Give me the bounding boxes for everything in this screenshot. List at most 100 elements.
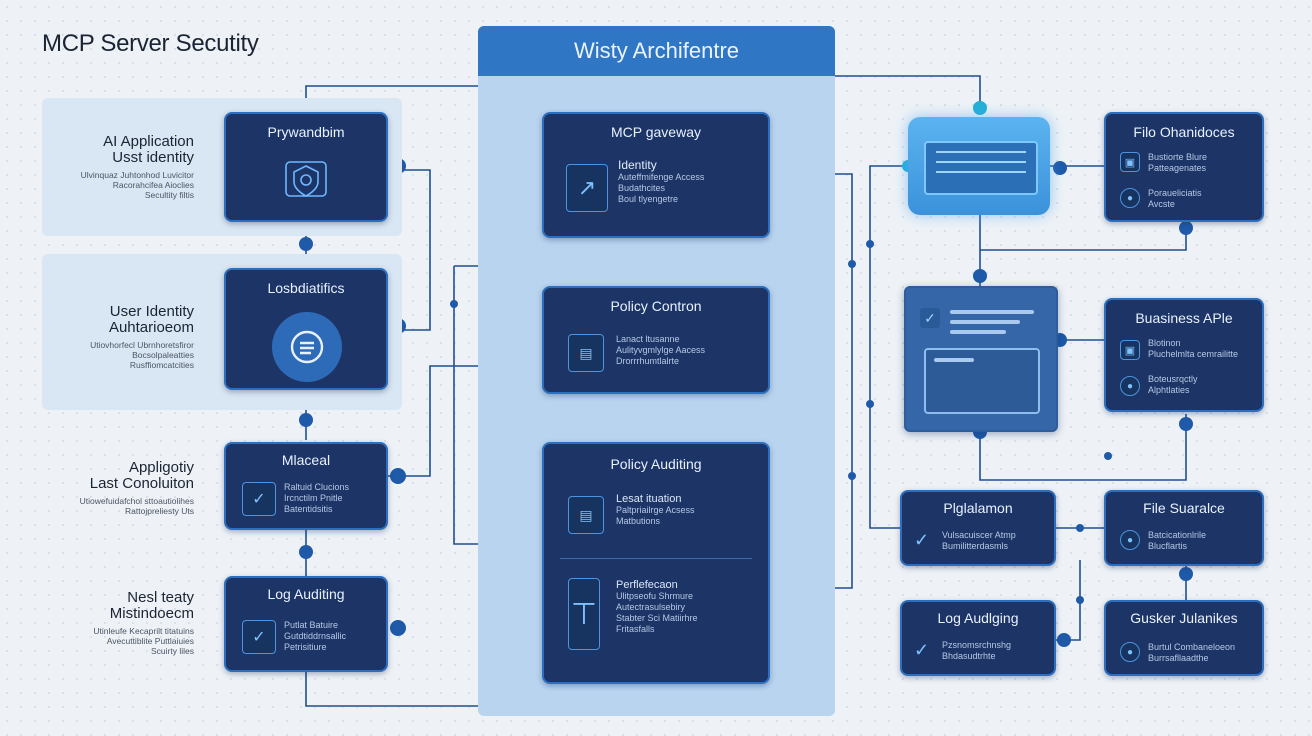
label-ai-application: AI Application Usst identity Ulvinquaz J… (40, 133, 194, 201)
detail-line: Putlat Batuire (284, 620, 339, 630)
checkmark-icon: ✓ (242, 620, 276, 654)
detail-line: Avcste (1148, 199, 1175, 209)
detail-line: Autectrasulsebiry (616, 602, 686, 612)
node-details: Pzsnomsrchnshg Bhdasudtrhte (942, 640, 1011, 662)
detail-line: Pluchelmlta cemrailitte (1148, 349, 1239, 359)
detail-line: Bustiorte Blure (1148, 152, 1208, 162)
detail-line: Bumilitterdasmls (942, 541, 1009, 551)
label-subtext: Ulvinquaz Juhtonhod Luvicitor Racorahcif… (80, 170, 194, 200)
node-details: Bustiorte Blure Patteagenates Porauelici… (1148, 152, 1207, 210)
node-title: Policy Auditing (610, 456, 702, 472)
label-application-control: Appligotiy Last Conoluiton Utiowefuidafc… (40, 459, 194, 517)
detail-line: Gutdtiddrnsallic (284, 631, 347, 641)
server-icon: ✓ (904, 286, 1058, 432)
detail-line: Alphtlaties (1148, 385, 1190, 395)
detail-line: Patteagenates (1148, 163, 1207, 173)
detail-line: Blotinon (1148, 338, 1181, 348)
globe-icon: ● (1120, 530, 1140, 550)
detail-line: Perflefecaon (616, 579, 678, 591)
node-details: Vulsacuiscer Atmp Bumilitterdasmls (942, 530, 1016, 552)
divider (560, 558, 752, 559)
node-title: Prywandbim (267, 124, 345, 140)
detail-line: Burtul Combaneloeon (1148, 642, 1236, 652)
detail-line: Identity (618, 158, 657, 172)
node-gusker-julanikes[interactable]: Gusker Julanikes ● Burtul Combaneloeon B… (1104, 600, 1264, 676)
node-details: Batcicationlrile Blucflartis (1148, 530, 1206, 552)
node-file-suaralce[interactable]: File Suaralce ● Batcicationlrile Blucfla… (1104, 490, 1264, 566)
node-title: MCP gaveway (610, 124, 701, 140)
detail-line: Petrisitiure (284, 642, 327, 652)
node-plglalamon[interactable]: Plglalamon ✓ Vulsacuiscer Atmp Bumilitte… (900, 490, 1056, 566)
node-log-audlging[interactable]: Log Audlging ✓ Pzsnomsrchnshg Bhdasudtrh… (900, 600, 1056, 676)
monitor-icon: ▣ (1120, 340, 1140, 360)
node-manual[interactable]: Mlaceal ✓ Raltuid Clucions Ircnctilm Pni… (224, 442, 388, 530)
node-title: Log Auditing (267, 586, 345, 602)
detail-line: Budathcites (618, 183, 666, 193)
node-details: Blotinon Pluchelmlta cemrailitte Boteusr… (1148, 338, 1238, 396)
detail-line: Drorrrhumtlalrte (616, 356, 680, 366)
node-details: Raltuid Clucions Ircnctilm Pnitle Batent… (284, 482, 349, 515)
globe-icon: ● (1120, 376, 1140, 396)
globe-icon: ● (1120, 642, 1140, 662)
detail-line: Ircnctilm Pnitle (284, 493, 343, 503)
detail-line: Batentidsitis (284, 504, 333, 514)
detail-line: Boul tlyengetre (618, 194, 679, 204)
node-business-api[interactable]: Buasiness APle ▣ ● Blotinon Pluchelmlta … (1104, 298, 1264, 412)
detail-line: Matbutions (616, 516, 661, 526)
node-log-auditing[interactable]: Log Auditing ✓ Putlat Batuire Gutdtiddrn… (224, 576, 388, 672)
node-file-ohanidoces[interactable]: Filo Ohanidoces ▣ ● Bustiorte Blure Patt… (1104, 112, 1264, 222)
database-icon (908, 117, 1050, 215)
detail-line: Lesat ituation (616, 493, 682, 505)
node-title: Policy Contron (610, 298, 702, 314)
detail-line: Vulsacuiscer Atmp (942, 530, 1016, 540)
page-title: MCP Server Secutity (42, 30, 259, 57)
node-policy-auditing[interactable]: Policy Auditing ▤ Lesat ituation Paltpri… (542, 442, 770, 684)
detail-line: Stabter Sci Matiirhre (616, 613, 698, 623)
globe-icon: ● (1120, 188, 1140, 208)
checkmark-icon: ✓ (920, 308, 940, 328)
label-title: User Identity Auhtarioeom (108, 303, 194, 336)
label-subtext: Utiowefuidafchol sttoautiolihes Rattojpr… (79, 496, 194, 516)
node-details: Lesat ituation Paltpriailrge Acsess Matb… (616, 494, 695, 527)
detail-line: Bhdasudtrhte (942, 651, 996, 661)
node-details: Perflefecaon Ulitpseofu Shrmure Autectra… (616, 580, 698, 635)
detail-line: Fritasfalls (616, 624, 655, 634)
node-details: Identity Auteffmifenge Access Budathcite… (618, 158, 704, 205)
node-details: Lanact ltusanne Aulityvgmlylge Aacess Dr… (616, 334, 705, 367)
label-title: Appligotiy Last Conoluiton (89, 459, 194, 492)
node-identity-stats[interactable]: Losbdiatifics (224, 268, 388, 390)
document-icon: ▤ (568, 334, 604, 372)
detail-line: Pzsnomsrchnshg (942, 640, 1012, 650)
chat-icon (272, 312, 342, 382)
detail-line: Aulityvgmlylge Aacess (616, 345, 706, 355)
checkmark-icon: ✓ (242, 482, 276, 516)
node-title: Mlaceal (281, 452, 331, 468)
node-title: Plglalamon (943, 500, 1013, 516)
shield-icon (280, 154, 332, 206)
detail-line: Auteffmifenge Access (618, 172, 705, 182)
detail-line: Burrsafllaadthe (1148, 653, 1209, 663)
node-title: Filo Ohanidoces (1133, 124, 1235, 140)
node-details: Putlat Batuire Gutdtiddrnsallic Petrisit… (284, 620, 346, 653)
label-subtext: Utiovhorfecl Ubrnhoretsfiror Bocsolpalea… (90, 340, 194, 370)
detail-line: Boteusrqctly (1148, 374, 1198, 384)
document-icon: ▤ (568, 496, 604, 534)
detail-line: Poraueliciatis (1148, 188, 1202, 198)
node-policy-control[interactable]: Policy Contron ▤ Lanact ltusanne Aulityv… (542, 286, 770, 394)
node-details: Burtul Combaneloeon Burrsafllaadthe (1148, 642, 1235, 664)
label-title: AI Application Usst identity (103, 133, 194, 166)
detail-line: Blucflartis (1148, 541, 1188, 551)
label-subtext: Utinleufe Kecaprilt titatuins Avecuttibl… (93, 626, 194, 656)
node-title: Losbdiatifics (267, 280, 345, 296)
node-authentication[interactable]: Prywandbim (224, 112, 388, 222)
node-title: File Suaralce (1143, 500, 1225, 516)
node-mcp-gateway[interactable]: MCP gaveway ↗ Identity Auteffmifenge Acc… (542, 112, 770, 238)
architecture-header: Wisty Archifentre (478, 26, 835, 76)
check-icon: ✓ (914, 530, 930, 550)
detail-line: Paltpriailrge Acsess (616, 505, 695, 515)
node-title: Gusker Julanikes (1130, 610, 1238, 626)
detail-line: Batcicationlrile (1148, 530, 1207, 540)
monitor-icon: ▣ (1120, 152, 1140, 172)
detail-line: Raltuid Clucions (284, 482, 350, 492)
detail-line: Lanact ltusanne (616, 334, 680, 344)
